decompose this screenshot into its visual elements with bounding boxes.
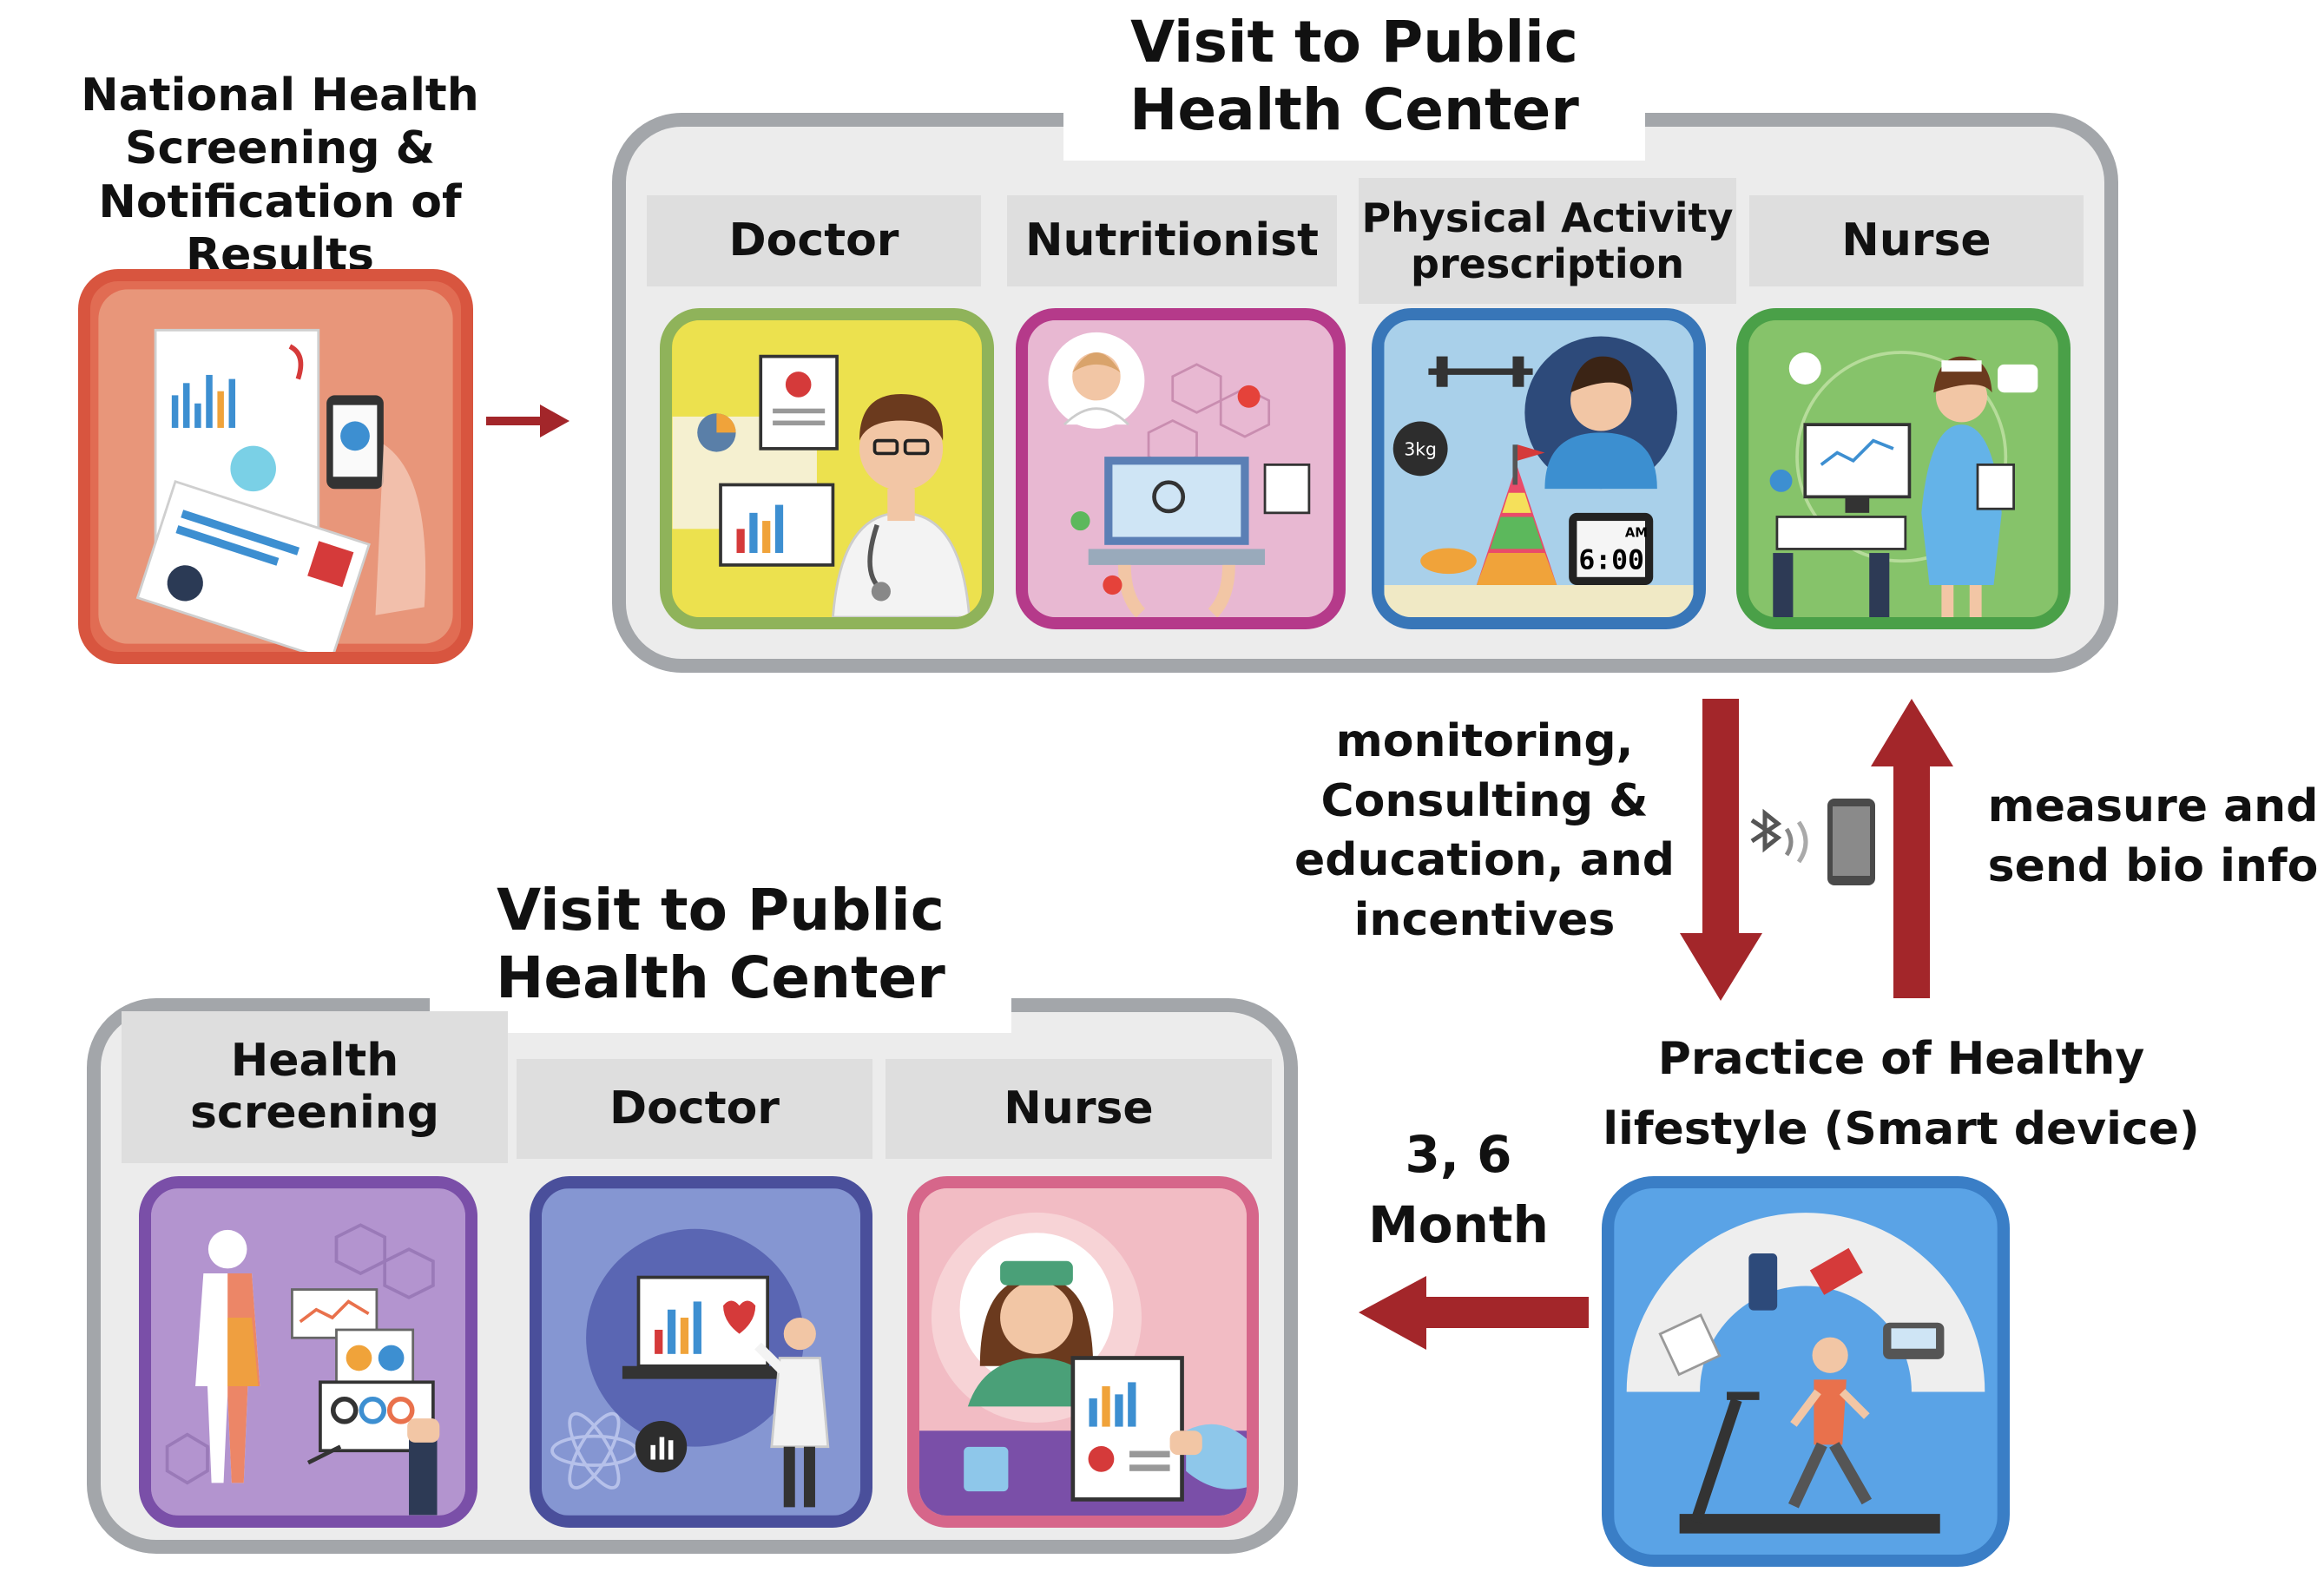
physical-activity-illustration: 3kg AM 6:00 bbox=[1384, 320, 1694, 617]
start-label-line: Notification of Results bbox=[98, 175, 462, 282]
arrow-down-to-practice bbox=[1680, 699, 1762, 1001]
clock-time: 6:00 bbox=[1578, 545, 1644, 576]
second-visit-title-line: Health Center bbox=[496, 944, 945, 1011]
station-label-doctor-2: Doctor bbox=[517, 1059, 872, 1159]
start-label: National Health Screening & Notification… bbox=[0, 69, 560, 282]
interval-label: 3, 6 Month bbox=[1337, 1120, 1580, 1260]
station-label-line: Nutritionist bbox=[1025, 214, 1319, 266]
smart-device-illustration bbox=[1614, 1188, 1998, 1555]
phone-bluetooth-icon bbox=[1750, 799, 1875, 885]
nutritionist-tile bbox=[1016, 308, 1346, 629]
nutritionist-illustration bbox=[1028, 320, 1333, 617]
down-flow-line: monitoring, bbox=[1335, 715, 1634, 767]
nurse-tile bbox=[1736, 308, 2071, 629]
practice-label-line: lifestyle (Smart device) bbox=[1603, 1102, 2200, 1155]
nurse-tile-2 bbox=[907, 1176, 1259, 1528]
doctor-tile-2 bbox=[530, 1176, 872, 1528]
station-label-line: Nurse bbox=[1841, 214, 1992, 266]
station-label-physical-activity: Physical Activity prescription bbox=[1359, 178, 1736, 304]
first-visit-title-bg bbox=[1063, 26, 1645, 161]
practice-label-line: Practice of Healthy bbox=[1657, 1033, 2145, 1085]
practice-label: Practice of Healthy lifestyle (Smart dev… bbox=[1589, 1024, 2214, 1164]
nurse-2-illustration bbox=[919, 1188, 1247, 1516]
station-label-doctor: Doctor bbox=[647, 195, 981, 286]
station-label-line: prescription bbox=[1411, 240, 1684, 287]
nurse-illustration bbox=[1748, 320, 2058, 617]
up-flow-label: measure and send bio info bbox=[1971, 777, 2324, 896]
station-label-nurse: Nurse bbox=[1749, 195, 2084, 286]
screening-results-illustration bbox=[98, 289, 453, 652]
down-flow-line: Consulting & bbox=[1320, 774, 1649, 827]
second-visit-title: Visit to Public Health Center bbox=[430, 877, 1011, 1012]
down-flow-label: monitoring, Consulting & education, and … bbox=[1276, 712, 1693, 950]
weight-text: 3kg bbox=[1404, 438, 1437, 459]
physical-activity-tile: 3kg AM 6:00 bbox=[1372, 308, 1706, 629]
up-flow-line: send bio info bbox=[1987, 839, 2319, 892]
smart-device-tile bbox=[1602, 1176, 2010, 1567]
arrow-to-second-visit bbox=[1359, 1276, 1589, 1350]
clock-am: AM bbox=[1625, 526, 1648, 541]
start-label-line: Screening & bbox=[125, 122, 435, 175]
up-flow-line: measure and bbox=[1987, 780, 2319, 832]
interval-line: 3, 6 bbox=[1405, 1125, 1512, 1184]
first-visit-title-line: Health Center bbox=[1129, 76, 1579, 143]
station-label-nurse-2: Nurse bbox=[885, 1059, 1272, 1159]
start-label-line: National Health bbox=[81, 69, 479, 122]
down-flow-line: education, and bbox=[1294, 834, 1676, 887]
screening-results-tile bbox=[78, 269, 473, 664]
down-flow-line: incentives bbox=[1353, 893, 1616, 946]
doctor-2-illustration bbox=[542, 1188, 860, 1516]
second-visit-title-line: Visit to Public bbox=[497, 877, 945, 944]
health-screening-illustration bbox=[151, 1188, 465, 1516]
station-label-line: Physical Activity bbox=[1361, 194, 1734, 241]
station-label-line: Health bbox=[230, 1034, 399, 1087]
second-visit-title-bg bbox=[430, 894, 1011, 1033]
arrow-to-first-visit bbox=[486, 404, 569, 437]
station-label-line: Doctor bbox=[609, 1082, 780, 1134]
station-label-line: Doctor bbox=[728, 214, 899, 266]
doctor-tile bbox=[660, 308, 994, 629]
arrow-up-to-first-visit bbox=[1871, 699, 1953, 998]
first-visit-title: Visit to Public Health Center bbox=[1063, 9, 1645, 144]
doctor-illustration bbox=[672, 320, 982, 617]
first-visit-title-line: Visit to Public bbox=[1130, 9, 1578, 76]
health-screening-tile bbox=[139, 1176, 477, 1528]
station-label-line: Nurse bbox=[1004, 1082, 1154, 1134]
station-label-line: screening bbox=[189, 1086, 440, 1139]
station-label-health-screening: Health screening bbox=[122, 1011, 508, 1163]
station-label-nutritionist: Nutritionist bbox=[1007, 195, 1337, 286]
interval-line: Month bbox=[1368, 1195, 1549, 1255]
